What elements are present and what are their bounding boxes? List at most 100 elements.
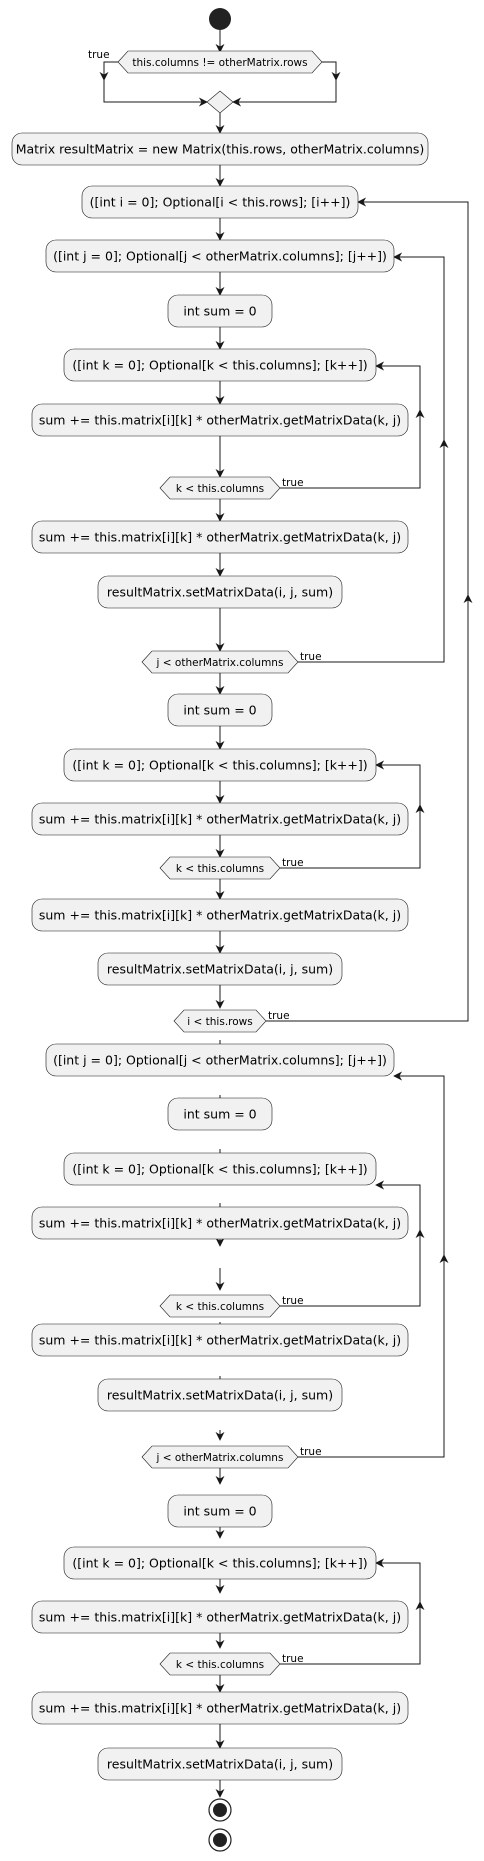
action-text: sum += this.matrix[i][k] * otherMatrix.g…: [39, 1333, 401, 1348]
action-text: int sum = 0: [183, 1107, 256, 1122]
action-box: [31, 1600, 409, 1634]
action-node: ([int k = 0]; Optional[k < this.columns]…: [63, 1152, 377, 1186]
action-text: ([int k = 0]; Optional[k < this.columns]…: [72, 758, 367, 773]
action-box: [31, 1691, 409, 1725]
edge: [103, 61, 208, 107]
decision-text: j < otherMatrix.columns: [156, 657, 284, 669]
branch-label: true: [282, 477, 304, 489]
action-box: [45, 239, 395, 273]
action-node: sum += this.matrix[i][k] * otherMatrix.g…: [31, 1600, 409, 1634]
action-node: resultMatrix.setMatrixData(i, j, sum): [97, 575, 343, 609]
action-box: [31, 898, 409, 932]
action-text: ([int k = 0]; Optional[k < this.columns]…: [72, 1556, 367, 1571]
decision-shape: [141, 650, 299, 674]
decision-text: this.columns != otherMatrix.rows: [132, 57, 307, 69]
loop-edge: [266, 197, 469, 1022]
action-node: sum += this.matrix[i][k] * otherMatrix.g…: [31, 802, 409, 836]
branch-label: true: [268, 1010, 290, 1022]
action-text: int sum = 0: [183, 304, 256, 319]
action-box: [97, 1747, 343, 1781]
action-node: sum += this.matrix[i][k] * otherMatrix.g…: [31, 1206, 409, 1240]
decision-node: k < this.columns true: [159, 1294, 304, 1318]
action-text: sum += this.matrix[i][k] * otherMatrix.g…: [39, 530, 401, 545]
action-box: [31, 403, 409, 437]
action-box: [167, 1494, 273, 1528]
start-node: [209, 8, 231, 30]
loop-edge: [280, 1180, 421, 1307]
action-node: sum += this.matrix[i][k] * otherMatrix.g…: [31, 1323, 409, 1357]
action-node: int sum = 0: [167, 693, 273, 727]
action-box: [167, 693, 273, 727]
action-text: Matrix resultMatrix = new Matrix(this.ro…: [16, 142, 425, 157]
action-node: sum += this.matrix[i][k] * otherMatrix.g…: [31, 1691, 409, 1725]
action-box: [167, 1097, 273, 1131]
action-node: int sum = 0: [167, 1097, 273, 1131]
action-text: ([int k = 0]; Optional[k < this.columns]…: [72, 1162, 367, 1177]
branch-label: true: [300, 651, 322, 663]
decision-text: k < this.columns: [176, 1659, 264, 1671]
action-node: Matrix resultMatrix = new Matrix(this.ro…: [11, 132, 429, 166]
action-box: [97, 1378, 343, 1412]
branch-label: true: [88, 49, 110, 61]
action-box: [45, 1043, 395, 1077]
action-box: [31, 1323, 409, 1357]
decision-node: this.columns != otherMatrix.rows: [117, 50, 323, 74]
decision-shape: [141, 1445, 299, 1469]
action-text: sum += this.matrix[i][k] * otherMatrix.g…: [39, 908, 401, 923]
branch-label: true: [282, 1653, 304, 1665]
decision-shape: [173, 1009, 267, 1033]
action-box: [63, 348, 377, 382]
action-text: sum += this.matrix[i][k] * otherMatrix.g…: [39, 1610, 401, 1625]
action-text: int sum = 0: [183, 703, 256, 718]
action-text: int sum = 0: [183, 1504, 256, 1519]
action-box: [63, 1546, 377, 1580]
action-node: sum += this.matrix[i][k] * otherMatrix.g…: [31, 520, 409, 554]
action-text: sum += this.matrix[i][k] * otherMatrix.g…: [39, 413, 401, 428]
action-node: sum += this.matrix[i][k] * otherMatrix.g…: [31, 403, 409, 437]
action-node: ([int k = 0]; Optional[k < this.columns]…: [63, 748, 377, 782]
action-node: ([int k = 0]; Optional[k < this.columns]…: [63, 1546, 377, 1580]
decision-node: i < this.rows true: [173, 1009, 290, 1033]
action-text: resultMatrix.setMatrixData(i, j, sum): [107, 585, 333, 600]
action-node: int sum = 0: [167, 294, 273, 328]
action-box: [167, 294, 273, 328]
decision-text: i < this.rows: [187, 1016, 252, 1028]
merge-diamond: [206, 90, 234, 114]
branch-label: true: [282, 857, 304, 869]
action-node: resultMatrix.setMatrixData(i, j, sum): [97, 1378, 343, 1412]
decision-node: k < this.columns true: [159, 856, 304, 880]
action-box: [63, 748, 377, 782]
decision-text: k < this.columns: [176, 483, 264, 495]
action-box: [97, 952, 343, 986]
decision-node: k < this.columns true: [159, 1652, 304, 1676]
end-node: [208, 1798, 232, 1822]
branch-label: true: [300, 1446, 322, 1458]
action-box: [81, 185, 359, 219]
action-text: ([int i = 0]; Optional[i < this.rows]; […: [90, 195, 351, 210]
action-node: ([int i = 0]; Optional[i < this.rows]; […: [81, 185, 359, 219]
decision-shape: [159, 856, 281, 880]
action-box: [31, 802, 409, 836]
decision-node: j < otherMatrix.columns true: [141, 650, 322, 674]
decision-shape: [159, 1652, 281, 1676]
decision-node: j < otherMatrix.columns true: [141, 1445, 322, 1469]
action-node: ([int k = 0]; Optional[k < this.columns]…: [63, 348, 377, 382]
action-text: sum += this.matrix[i][k] * otherMatrix.g…: [39, 812, 401, 827]
decision-text: k < this.columns: [176, 1301, 264, 1313]
decision-shape: [159, 1294, 281, 1318]
action-text: resultMatrix.setMatrixData(i, j, sum): [107, 962, 333, 977]
decision-text: k < this.columns: [176, 863, 264, 875]
action-box: [31, 520, 409, 554]
branch-label: true: [282, 1295, 304, 1307]
action-text: sum += this.matrix[i][k] * otherMatrix.g…: [39, 1701, 401, 1716]
action-box: [31, 1206, 409, 1240]
decision-shape: [159, 476, 281, 500]
action-text: ([int j = 0]; Optional[j < otherMatrix.c…: [53, 249, 387, 264]
action-node: resultMatrix.setMatrixData(i, j, sum): [97, 952, 343, 986]
decision-text: j < otherMatrix.columns: [156, 1452, 284, 1464]
action-text: ([int j = 0]; Optional[j < otherMatrix.c…: [53, 1053, 387, 1068]
action-text: ([int k = 0]; Optional[k < this.columns]…: [72, 358, 367, 373]
decision-node: k < this.columns true: [159, 476, 304, 500]
action-text: sum += this.matrix[i][k] * otherMatrix.g…: [39, 1216, 401, 1231]
